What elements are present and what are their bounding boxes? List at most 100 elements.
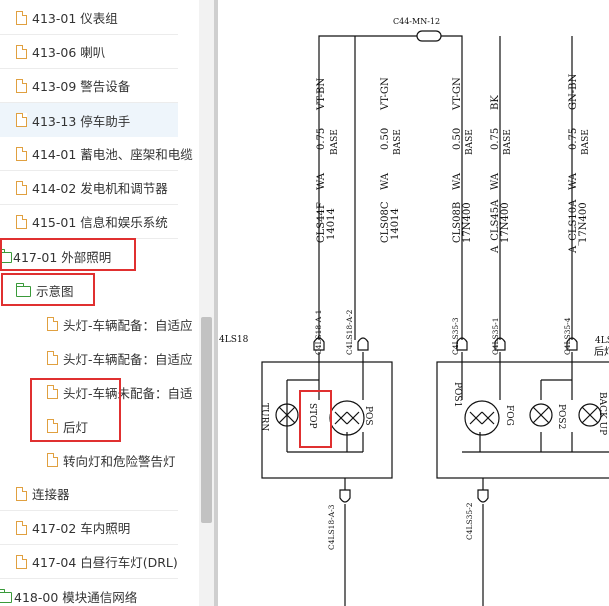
tree-item-417-04[interactable]: 417-04 白昼行车灯(DRL) bbox=[0, 545, 178, 579]
scrollbar-thumb[interactable] bbox=[201, 317, 212, 523]
lamp-label-pos2: POS2 bbox=[556, 404, 566, 429]
tree-item-label: 头灯-车辆配备：自适应 bbox=[63, 317, 193, 333]
wire-4-circuit: A_CLS45A bbox=[490, 199, 501, 254]
wire-4-size: 0.75 bbox=[490, 128, 501, 150]
tree-item-417-02[interactable]: 417-02 车内照明 bbox=[0, 511, 178, 545]
document-icon bbox=[47, 453, 58, 467]
lamp-label-pos: POS bbox=[363, 406, 373, 426]
document-icon bbox=[47, 351, 58, 365]
highlight-box-stop bbox=[299, 390, 332, 448]
tree-item-label: 413-01 仪表组 bbox=[32, 11, 118, 26]
navigation-tree: 413-01 仪表组 413-06 喇叭 413-09 警告设备 413-13 … bbox=[0, 0, 199, 606]
wire-1-code: 14014 bbox=[326, 208, 337, 240]
tree-item-label: 415-01 信息和娱乐系统 bbox=[32, 215, 168, 230]
wire-5-size: 0.75 bbox=[568, 128, 579, 150]
tree-scrollbar[interactable] bbox=[199, 0, 214, 606]
tree-item-headlamp-2[interactable]: 头灯-车辆配备：自适应 bbox=[0, 341, 193, 375]
folder-icon bbox=[0, 588, 12, 603]
document-icon bbox=[16, 486, 27, 501]
tree-item-label: 413-13 停车助手 bbox=[32, 113, 131, 129]
tree-folder-418-00[interactable]: 418-00 模块通信网络 bbox=[0, 579, 137, 606]
wire-1-size: 0.75 bbox=[316, 128, 327, 150]
wire-1-type: WA bbox=[316, 172, 327, 190]
wire-3-type: WA bbox=[452, 172, 463, 190]
tree-item-413-01[interactable]: 413-01 仪表组 bbox=[0, 1, 178, 35]
wire-5-type: WA bbox=[568, 172, 579, 190]
document-icon bbox=[16, 520, 27, 535]
tree-item-label: 413-09 警告设备 bbox=[32, 79, 131, 94]
tree-item-label: 417-01 外部照明 bbox=[13, 249, 112, 265]
pin-label: C4LS18-A-1 bbox=[314, 310, 323, 355]
tree-folder-schematic[interactable]: 示意图 bbox=[0, 273, 74, 307]
tree-item-413-13[interactable]: 413-13 停车助手 bbox=[0, 103, 178, 137]
lamp-label-back-up: BACK UP bbox=[597, 392, 607, 435]
wire-2-circuit: CLS08C bbox=[380, 201, 391, 243]
connector-top-label: C44-MN-12 bbox=[393, 17, 440, 26]
wire-3-color: VT-GN bbox=[452, 77, 463, 111]
tree-item-headlamp-1[interactable]: 头灯-车辆配备：自适应 bbox=[0, 307, 193, 341]
left-component-label: 4LS18 bbox=[219, 335, 249, 345]
wire-2-type: WA bbox=[380, 172, 391, 190]
document-icon bbox=[16, 180, 27, 195]
wire-2-base: BASE bbox=[393, 129, 403, 155]
wire-4-base: BASE bbox=[503, 129, 513, 155]
pin-label: C4LS35-1 bbox=[491, 318, 500, 355]
pin-label: C4LS35-3 bbox=[451, 317, 460, 355]
document-icon bbox=[16, 146, 27, 161]
document-icon bbox=[47, 317, 58, 331]
wire-5-color: GN-BN bbox=[568, 74, 579, 110]
document-icon bbox=[16, 554, 27, 569]
lamp-label-fog: FOG bbox=[504, 405, 514, 426]
tree-item-413-09[interactable]: 413-09 警告设备 bbox=[0, 69, 178, 103]
lamp-label-turn: TURN bbox=[259, 403, 269, 431]
tree-item-415-01[interactable]: 415-01 信息和娱乐系统 bbox=[0, 205, 178, 239]
pin-label: C4LS35-2 bbox=[465, 502, 474, 540]
tree-item-label: 413-06 喇叭 bbox=[32, 45, 106, 60]
document-icon bbox=[47, 385, 58, 399]
tree-item-414-01[interactable]: 414-01 蓄电池、座架和电缆 bbox=[0, 137, 193, 171]
tree-item-label: 示意图 bbox=[36, 283, 74, 299]
wiring-diagram: C44-MN-12 WA 0.75 VT-BN CLS44F 14014 BAS… bbox=[218, 0, 609, 606]
tree-item-label: 转向灯和危险警告灯 bbox=[63, 453, 176, 469]
wire-3-circuit: CLS08B bbox=[452, 202, 463, 243]
tree-item-label: 后灯 bbox=[63, 419, 89, 435]
tree-item-413-06[interactable]: 413-06 喇叭 bbox=[0, 35, 178, 69]
wire-5-circuit: A_CLS10A bbox=[568, 199, 579, 254]
right-component-label: 4LS bbox=[595, 336, 609, 346]
wire-2-color: VT-GN bbox=[380, 77, 391, 111]
tree-item-label: 头灯-车辆未配备：自适 bbox=[63, 385, 193, 401]
wire-1-circuit: CLS44F bbox=[316, 202, 327, 243]
tree-folder-417-01[interactable]: 417-01 外部照明 bbox=[0, 239, 111, 273]
wire-3-base: BASE bbox=[465, 129, 475, 155]
tree-item-connectors[interactable]: 连接器 bbox=[0, 477, 178, 511]
pin-label: C4LS18-A-2 bbox=[345, 309, 354, 355]
tree-item-label: 414-02 发电机和调节器 bbox=[32, 181, 168, 196]
folder-open-icon bbox=[0, 248, 12, 263]
tree-item-label: 头灯-车辆配备：自适应 bbox=[63, 351, 193, 367]
tree-item-414-02[interactable]: 414-02 发电机和调节器 bbox=[0, 171, 178, 205]
panel-divider[interactable] bbox=[214, 0, 218, 606]
tree-item-label: 417-04 白昼行车灯(DRL) bbox=[32, 555, 178, 570]
document-icon bbox=[16, 113, 27, 127]
document-icon bbox=[16, 44, 27, 59]
wire-4-color: BK bbox=[490, 95, 501, 110]
wire-3-code: 17N400 bbox=[462, 202, 473, 243]
document-icon bbox=[16, 10, 27, 25]
document-icon bbox=[16, 214, 27, 229]
wire-2-code: 14014 bbox=[390, 208, 401, 240]
lamp-label-pos1: POS1 bbox=[452, 382, 462, 407]
tree-item-rear-lamps[interactable]: 后灯 bbox=[0, 409, 88, 443]
wire-3-size: 0.50 bbox=[452, 128, 463, 150]
wire-2-size: 0.50 bbox=[380, 128, 391, 150]
tree-item-label: 417-02 车内照明 bbox=[32, 521, 131, 536]
tree-item-turn-hazard[interactable]: 转向灯和危险警告灯 bbox=[0, 443, 176, 477]
pin-label: C4LS35-4 bbox=[563, 317, 572, 355]
tree-item-label: 连接器 bbox=[32, 487, 70, 502]
tree-item-headlamp-3[interactable]: 头灯-车辆未配备：自适 bbox=[0, 375, 193, 409]
wire-4-type: WA bbox=[490, 172, 501, 190]
pin-label: C4LS18-A-3 bbox=[327, 504, 336, 550]
lamp-label-stop: STOP bbox=[307, 403, 317, 429]
wire-1-base: BASE bbox=[330, 129, 340, 155]
wire-1-color: VT-BN bbox=[316, 78, 327, 111]
tree-item-label: 414-01 蓄电池、座架和电缆 bbox=[32, 147, 193, 162]
